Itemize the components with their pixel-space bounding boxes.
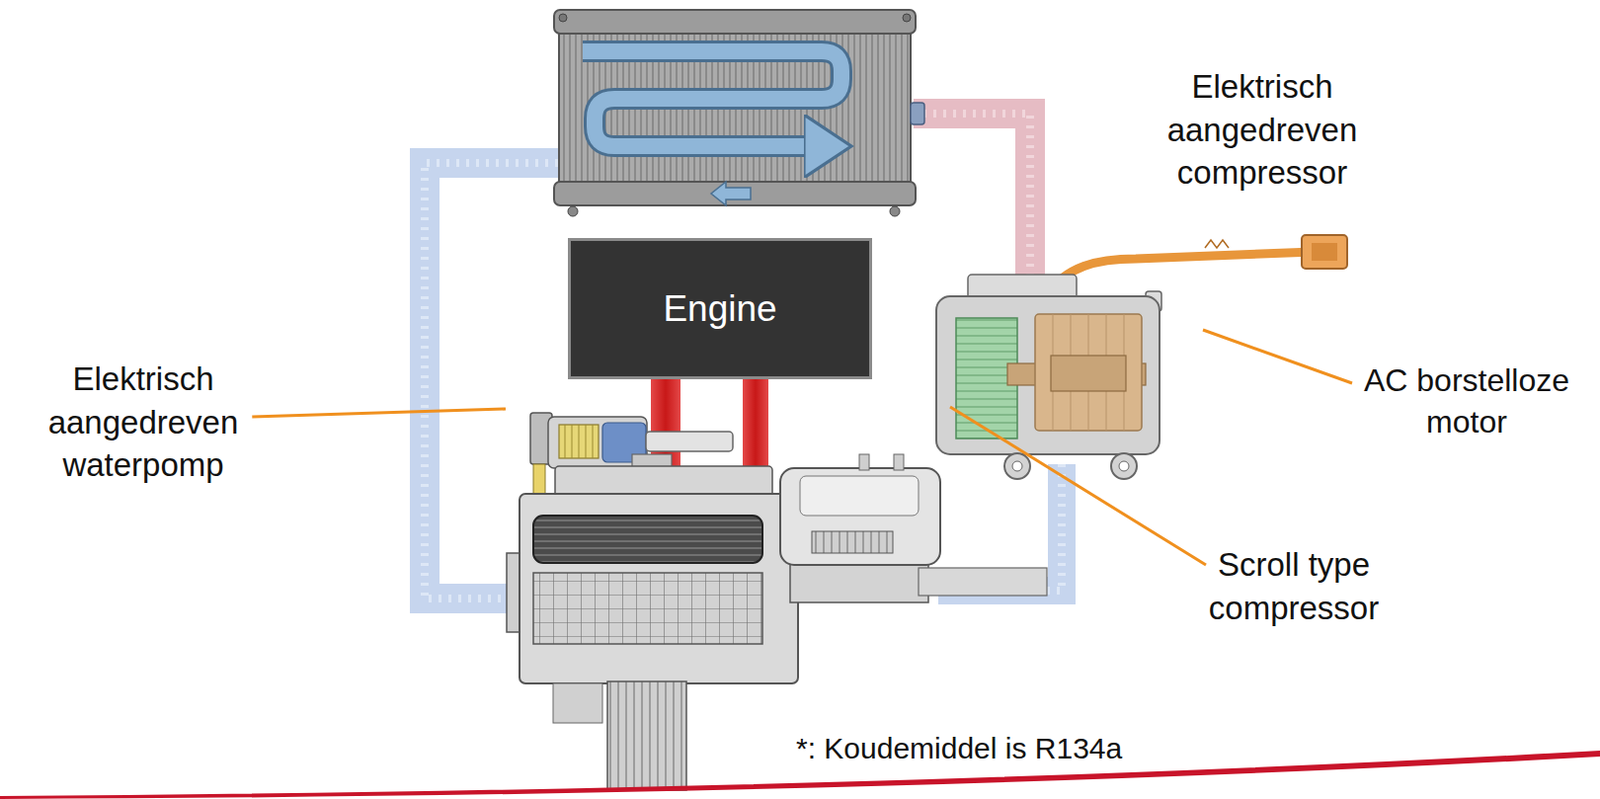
electric-compressor-part: [1046, 251, 1314, 295]
water-pump-part: [564, 424, 593, 459]
electric-compressor-part: [1301, 235, 1348, 269]
condenser-part: [889, 206, 900, 217]
electric-compressor-part: [1035, 314, 1142, 431]
condenser-part: [902, 13, 911, 22]
leader-line-part: [1202, 329, 1353, 384]
part-label: AC borstelloze motor: [1343, 359, 1591, 443]
electric-compressor-part: [1204, 240, 1229, 248]
electric-compressor-part: [1004, 453, 1031, 480]
hvac-unit-part: [607, 681, 687, 791]
refrigerant-pipe-part: [913, 113, 1031, 287]
hvac-unit-part: [918, 567, 1047, 596]
electric-compressor: [936, 235, 1348, 480]
part-label: Elektrisch aangedreven compressor: [1138, 65, 1386, 195]
condenser-part: [567, 206, 578, 217]
hvac-unit-part: [780, 468, 941, 565]
electric-compressor-part: [1119, 461, 1129, 472]
hvac-unit-part: [859, 454, 870, 471]
hvac-unit-part: [533, 515, 763, 563]
refrigerant-note: *: Koudemiddel is R134a: [796, 728, 1122, 769]
hvac-unit-part: [553, 683, 603, 723]
water-pump-part: [645, 431, 733, 452]
condenser-part: [582, 51, 842, 147]
leader-line-part: [251, 408, 506, 417]
hvac-unit-part: [893, 454, 904, 471]
condenser-part: [554, 181, 916, 206]
hvac-unit-part: [519, 493, 799, 684]
condenser-part: [582, 51, 842, 147]
condenser: [554, 9, 925, 217]
electric-compressor-part: [1111, 453, 1137, 480]
engine-box: Engine: [567, 238, 873, 380]
condenser-part: [910, 102, 925, 125]
electric-compressor-part: [936, 296, 1160, 455]
condenser-part: [559, 31, 911, 184]
water-pump: [530, 412, 733, 471]
electric-compressor-part: [1012, 461, 1023, 472]
electric-compressor-part: [1311, 242, 1338, 261]
hvac-unit-part: [800, 476, 919, 516]
condenser-part: [711, 181, 751, 206]
condenser-part: [554, 9, 916, 34]
hvac-unit-part: [811, 531, 893, 554]
refrigerant-pipe-part: [913, 113, 1031, 287]
node-label: Engine: [662, 288, 777, 330]
part-label: Scroll type compressor: [1170, 543, 1418, 630]
hvac-unit-part: [533, 572, 763, 644]
part-label: Elektrisch aangedreven waterpomp: [19, 357, 267, 487]
condenser-part: [559, 13, 567, 22]
leader-line-part: [950, 406, 1206, 565]
electric-compressor-part: [1050, 355, 1126, 392]
water-pump-part: [559, 424, 599, 459]
